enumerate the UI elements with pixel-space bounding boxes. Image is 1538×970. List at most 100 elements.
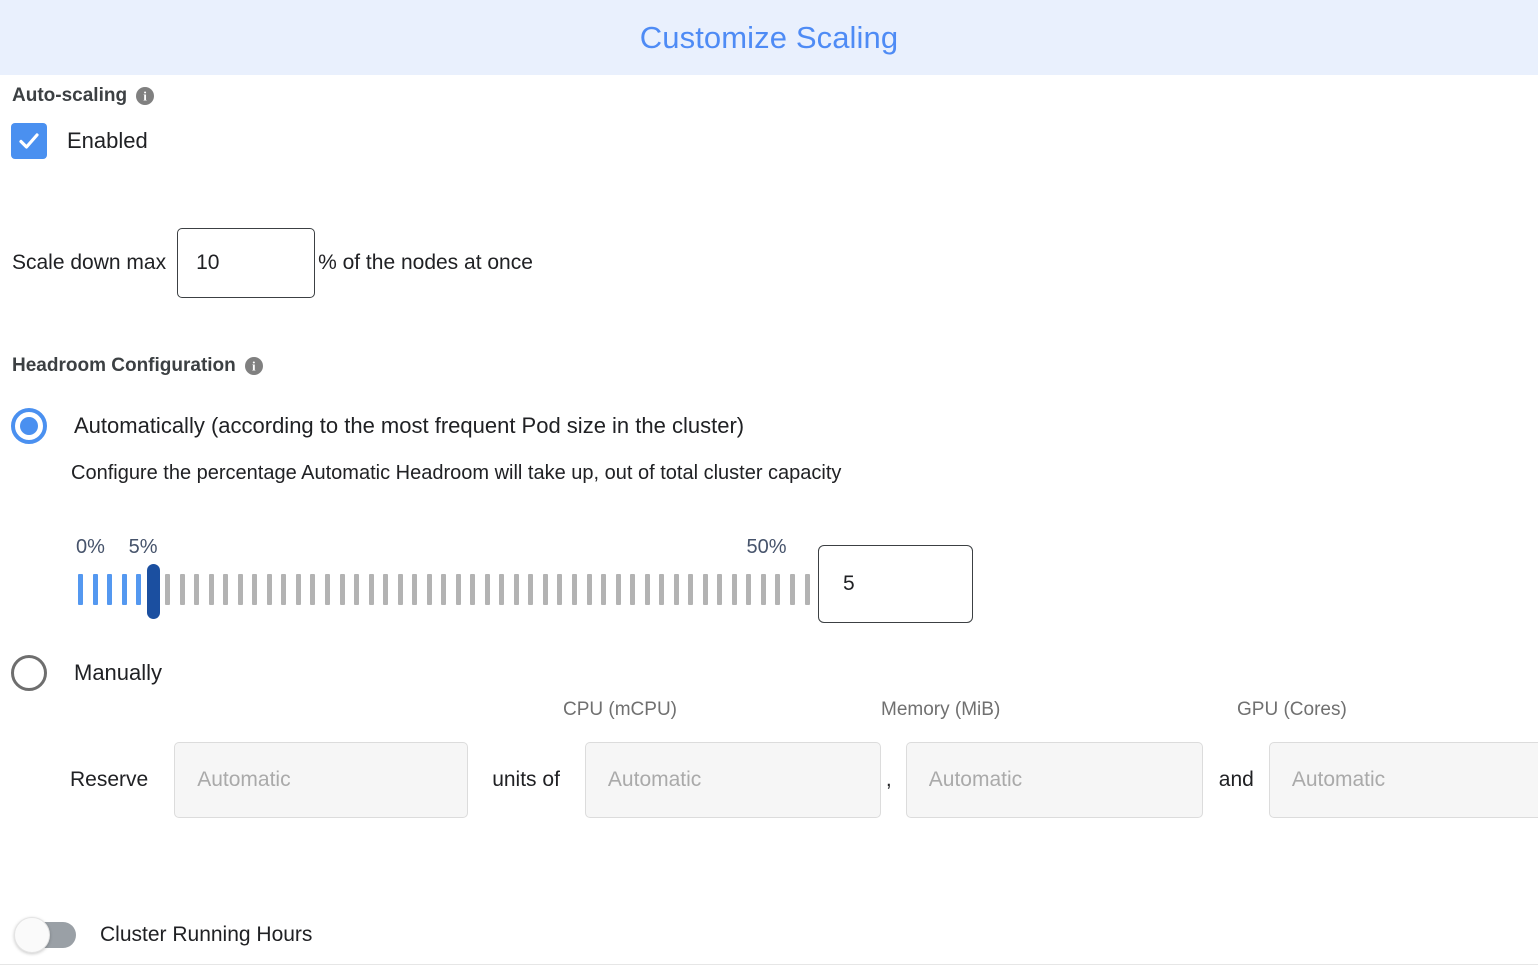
auto-scaling-enabled-row[interactable]: Enabled: [11, 123, 148, 159]
slider-tick: [266, 574, 272, 605]
slider-tick: [542, 574, 548, 605]
slider-tick: [789, 574, 795, 605]
slider-tick: [310, 574, 316, 605]
bottom-divider: [0, 964, 1538, 965]
scale-down-max-input[interactable]: [177, 228, 316, 298]
slider-tick: [731, 574, 737, 605]
slider-tick: [557, 574, 563, 605]
dialog-header: Customize Scaling: [0, 0, 1538, 75]
slider-tick: [237, 574, 243, 605]
slider-tick: [586, 574, 592, 605]
reserve-units-of-label: units of: [492, 768, 560, 791]
reserve-and-label: and: [1218, 768, 1254, 791]
slider-tick: [702, 574, 708, 605]
checkmark-icon: [19, 133, 39, 149]
slider-tick: [121, 574, 127, 605]
slider-tick: [673, 574, 679, 605]
slider-tick: [252, 574, 258, 605]
slider-tick: [368, 574, 374, 605]
auto-scaling-section-label: Auto-scaling: [12, 85, 128, 106]
scale-down-max-label: Scale down max: [12, 251, 167, 274]
slider-labels: 0% 5% 50%: [76, 536, 818, 562]
column-header-gpu: GPU (Cores): [1237, 699, 1347, 720]
cluster-running-hours-label: Cluster Running Hours: [100, 923, 313, 946]
slider-tick: [354, 574, 360, 605]
column-header-cpu: CPU (mCPU): [563, 699, 677, 720]
slider-tick: [441, 574, 447, 605]
page-title: Customize Scaling: [639, 19, 899, 55]
headroom-option-manually-row[interactable]: Manually: [11, 655, 162, 691]
slider-tick: [760, 574, 766, 605]
info-icon[interactable]: i: [136, 87, 155, 105]
cluster-running-hours-toggle[interactable]: [14, 917, 76, 953]
scale-down-max-suffix: % of the nodes at once: [318, 251, 533, 274]
slider-tick: [179, 574, 185, 605]
info-icon[interactable]: i: [244, 357, 263, 375]
slider-tick: [107, 574, 113, 605]
slider-max-label: 50%: [746, 536, 787, 558]
slider-tick: [644, 574, 650, 605]
headroom-radio-manually[interactable]: [11, 655, 47, 691]
slider-tick: [78, 574, 83, 605]
slider-value-label: 5%: [128, 536, 158, 558]
column-header-memory: Memory (MiB): [881, 699, 1001, 720]
headroom-percentage-slider[interactable]: 0% 5% 50%: [76, 536, 818, 626]
slider-tick: [295, 574, 301, 605]
slider-tick: [601, 574, 607, 605]
slider-tick: [775, 574, 781, 605]
slider-tick: [383, 574, 389, 605]
headroom-radio-automatic[interactable]: [11, 408, 47, 444]
slider-tick: [397, 574, 403, 605]
slider-tick: [615, 574, 621, 605]
scale-down-max-row: Scale down max % of the nodes at once: [12, 228, 533, 298]
slider-tick: [804, 574, 810, 605]
slider-tick: [746, 574, 752, 605]
slider-tick: [630, 574, 636, 605]
auto-scaling-section-header: Auto-scaling i: [12, 85, 155, 107]
slider-tick: [688, 574, 694, 605]
slider-tick: [136, 574, 142, 605]
reserve-row: Reserve units of , and: [70, 742, 1538, 818]
slider-thumb[interactable]: [146, 564, 160, 619]
headroom-option-manually-label: Manually: [74, 660, 163, 685]
auto-scaling-enabled-checkbox[interactable]: [11, 123, 47, 159]
headroom-description: Configure the percentage Automatic Headr…: [71, 462, 842, 484]
reserve-memory-input[interactable]: [905, 742, 1203, 818]
toggle-knob[interactable]: [14, 917, 50, 953]
slider-tick: [412, 574, 418, 605]
slider-tick: [339, 574, 345, 605]
slider-tick: [281, 574, 287, 605]
headroom-section-label: Headroom Configuration: [12, 355, 236, 376]
auto-scaling-enabled-label: Enabled: [67, 128, 148, 153]
slider-tick: [325, 574, 330, 605]
slider-tick: [92, 574, 98, 605]
slider-tick: [165, 574, 171, 605]
slider-tick: [194, 574, 200, 605]
slider-tick: [455, 574, 461, 605]
slider-tick: [717, 574, 723, 605]
headroom-option-automatic-row[interactable]: Automatically (according to the most fre…: [11, 408, 744, 444]
headroom-option-automatic-label: Automatically (according to the most fre…: [74, 413, 745, 438]
slider-tick: [572, 574, 578, 605]
headroom-percentage-input[interactable]: [818, 545, 973, 623]
reserve-units-input[interactable]: [174, 742, 469, 818]
slider-tick: [499, 574, 505, 605]
info-icon-glyph: i: [143, 88, 147, 103]
reserve-gpu-input[interactable]: [1268, 742, 1538, 818]
slider-tick: [426, 574, 432, 605]
reserve-cpu-input[interactable]: [584, 742, 881, 818]
headroom-section-header: Headroom Configuration i: [12, 355, 263, 377]
info-icon-glyph: i: [251, 358, 256, 373]
reserve-label: Reserve: [70, 768, 149, 791]
slider-tick: [513, 574, 519, 605]
slider-tick: [208, 574, 214, 605]
slider-tick: [484, 574, 490, 605]
slider-track[interactable]: [78, 564, 818, 619]
cluster-running-hours-row[interactable]: Cluster Running Hours: [14, 917, 313, 953]
slider-min-label: 0%: [76, 536, 105, 558]
slider-tick: [223, 574, 229, 605]
slider-tick: [470, 574, 476, 605]
slider-tick: [528, 574, 534, 605]
reserve-comma-separator: ,: [885, 768, 892, 791]
slider-tick: [659, 574, 665, 605]
